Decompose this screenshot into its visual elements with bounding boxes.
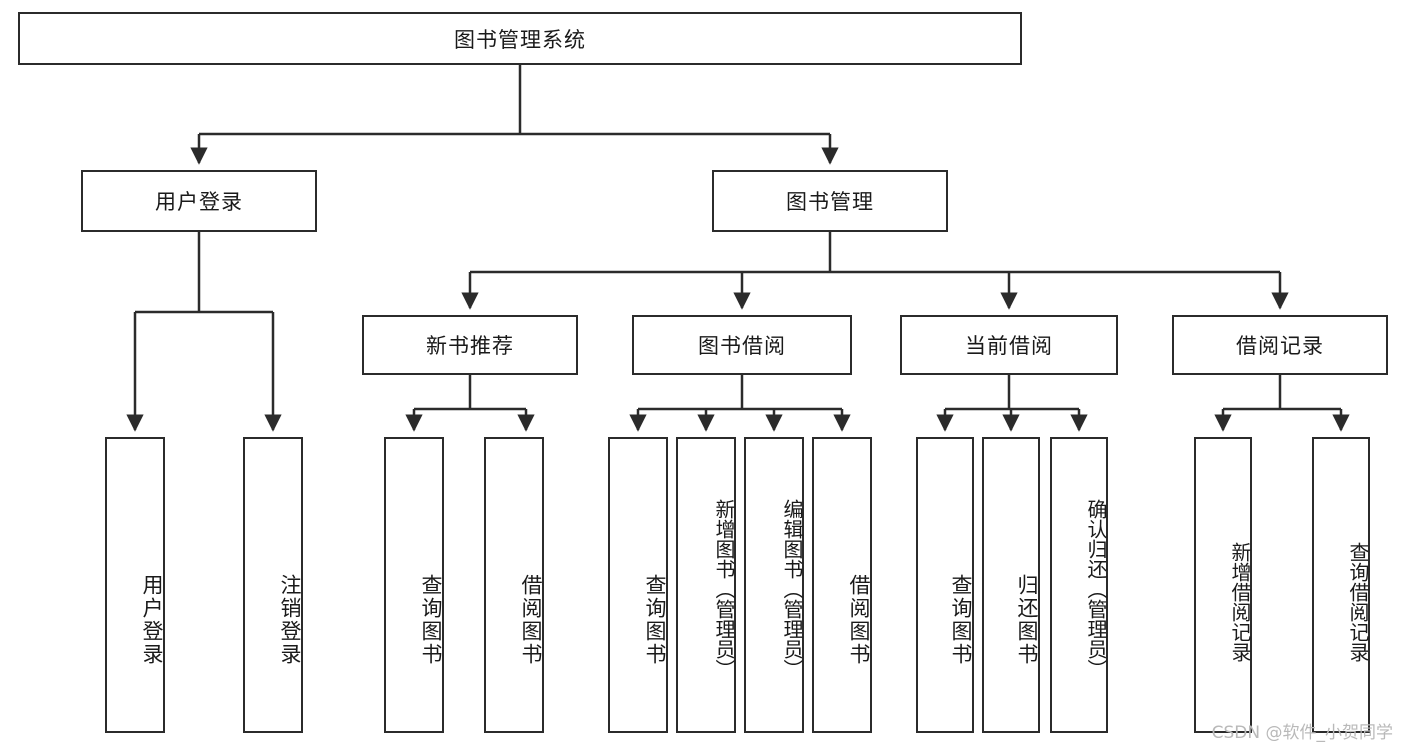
node-current-borrow-label: 当前借阅 <box>965 334 1053 358</box>
node-current-borrow[interactable]: 当前借阅 <box>900 315 1118 375</box>
leaf-query-record-label: 查询借阅记录 <box>1346 542 1370 662</box>
leaf-borrow-book-2[interactable]: 借阅图书 <box>812 437 872 733</box>
leaf-add-record-label: 新增借阅记录 <box>1228 542 1252 662</box>
leaf-user-login[interactable]: 用户登录 <box>105 437 165 733</box>
leaf-borrow-book-1-label: 借阅图书 <box>519 574 543 666</box>
leaf-borrow-book-1[interactable]: 借阅图书 <box>484 437 544 733</box>
node-book-borrow[interactable]: 图书借阅 <box>632 315 852 375</box>
node-borrow-record-label: 借阅记录 <box>1236 334 1324 358</box>
leaf-edit-book[interactable]: 编辑图书（管理员） <box>744 437 804 733</box>
node-new-book-recommend[interactable]: 新书推荐 <box>362 315 578 375</box>
leaf-user-login-label: 用户登录 <box>140 574 164 666</box>
leaf-borrow-book-2-label: 借阅图书 <box>847 574 871 666</box>
leaf-add-book-label: 新增图书（管理员） <box>712 499 736 679</box>
leaf-query-book-3[interactable]: 查询图书 <box>916 437 974 733</box>
leaf-return-book-label: 归还图书 <box>1015 574 1039 666</box>
node-new-book-recommend-label: 新书推荐 <box>426 334 514 358</box>
node-borrow-record[interactable]: 借阅记录 <box>1172 315 1388 375</box>
leaf-add-record[interactable]: 新增借阅记录 <box>1194 437 1252 733</box>
leaf-query-book-1-label: 查询图书 <box>419 574 443 666</box>
node-root-label: 图书管理系统 <box>454 27 586 52</box>
node-book-management[interactable]: 图书管理 <box>712 170 948 232</box>
leaf-add-book[interactable]: 新增图书（管理员） <box>676 437 736 733</box>
node-book-management-label: 图书管理 <box>786 190 874 214</box>
leaf-confirm-return[interactable]: 确认归还（管理员） <box>1050 437 1108 733</box>
node-book-borrow-label: 图书借阅 <box>698 334 786 358</box>
leaf-edit-book-label: 编辑图书（管理员） <box>780 499 804 679</box>
leaf-query-book-2-label: 查询图书 <box>643 574 667 666</box>
leaf-logout-login-label: 注销登录 <box>278 574 302 666</box>
watermark-text: CSDN @软件_小贺同学 <box>1211 723 1393 743</box>
leaf-query-book-3-label: 查询图书 <box>949 574 973 666</box>
leaf-confirm-return-label: 确认归还（管理员） <box>1084 499 1108 679</box>
leaf-query-record[interactable]: 查询借阅记录 <box>1312 437 1370 733</box>
leaf-logout-login[interactable]: 注销登录 <box>243 437 303 733</box>
node-user-login[interactable]: 用户登录 <box>81 170 317 232</box>
leaf-return-book[interactable]: 归还图书 <box>982 437 1040 733</box>
node-user-login-label: 用户登录 <box>155 190 243 214</box>
leaf-query-book-1[interactable]: 查询图书 <box>384 437 444 733</box>
leaf-query-book-2[interactable]: 查询图书 <box>608 437 668 733</box>
node-root[interactable]: 图书管理系统 <box>18 12 1022 65</box>
